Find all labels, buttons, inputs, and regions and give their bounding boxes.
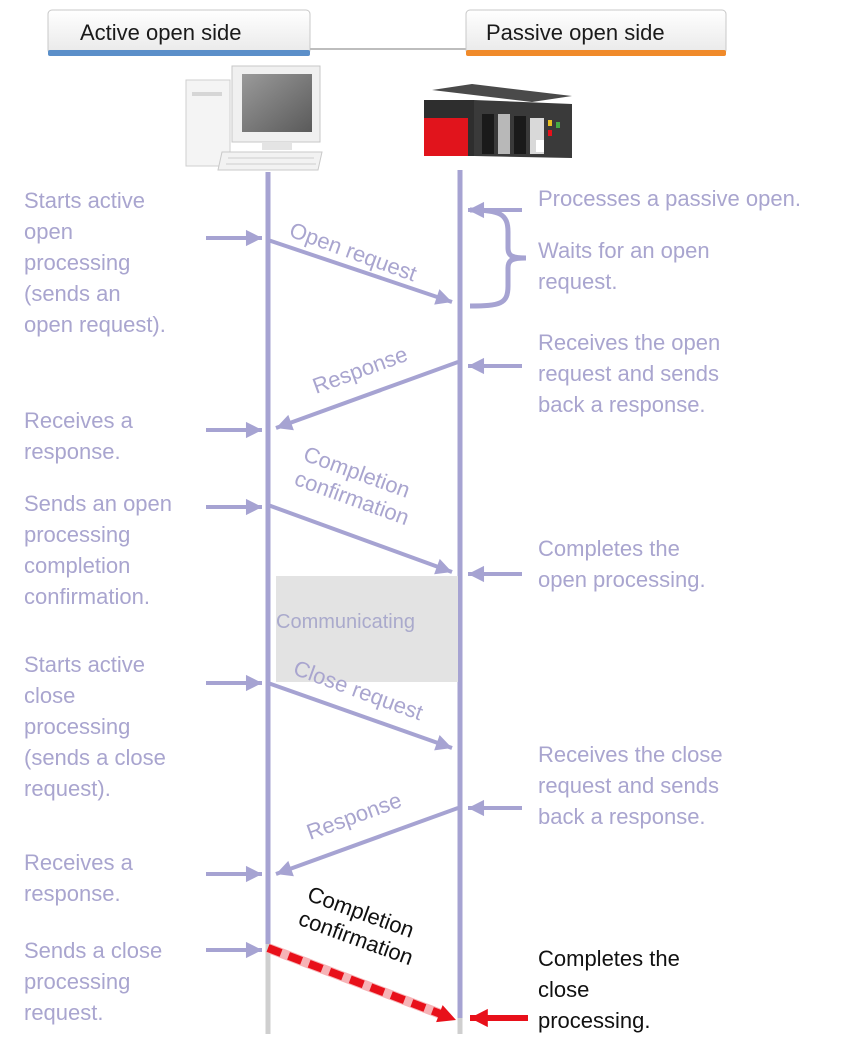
right-label-5-line: Receives the close: [538, 742, 723, 767]
right-pointer-arrow-4-head: [468, 799, 485, 817]
left-label-6: Sends a close processing request.: [24, 938, 162, 1025]
left-label-3-line: processing: [24, 522, 130, 547]
message-label-2: Response: [309, 341, 411, 398]
left-pointer-arrow-3-head: [245, 498, 262, 516]
left-label-1-line: open: [24, 219, 73, 244]
right-label-5: Receives the close request and sends back …: [538, 742, 723, 829]
right-label-3-line: back a response.: [538, 392, 706, 417]
left-label-2-line: Receives a: [24, 408, 134, 433]
left-label-1-line: Starts active: [24, 188, 145, 213]
left-label-3-line: Sends an open: [24, 491, 172, 516]
right-label-5-line: request and sends: [538, 773, 719, 798]
right-pointer-arrow-final-head: [470, 1008, 488, 1028]
right-pointer-arrow-3-head: [468, 565, 485, 583]
left-pointer-arrow-6-head: [245, 941, 262, 959]
passive-side-title: Passive open side: [486, 20, 665, 45]
right-label-2-line: Waits for an open: [538, 238, 710, 263]
left-label-2: Receives a response.: [24, 408, 134, 464]
arrows-layer: [206, 201, 528, 1028]
message-label-6: Completionconfirmation: [295, 881, 425, 970]
right-pointer-arrow-2-head: [468, 357, 485, 375]
left-label-1-line: open request).: [24, 312, 166, 337]
left-label-3-line: confirmation.: [24, 584, 150, 609]
left-label-4-line: close: [24, 683, 75, 708]
message-arrow-5: [275, 806, 459, 876]
left-pointer-arrow-5-head: [245, 865, 262, 883]
right-label-3: Receives the open request and sends back a…: [538, 330, 720, 417]
message-arrow-2: [275, 360, 459, 430]
right-label-6-line: processing.: [538, 1008, 651, 1033]
passive-side-header: Passive open side: [465, 9, 727, 56]
communicating-label: Communicating: [276, 611, 415, 633]
right-label-2: Waits for an open request.: [538, 238, 710, 294]
left-label-4-line: request).: [24, 776, 111, 801]
active-side-header: Active open side: [47, 9, 311, 56]
left-label-5-line: response.: [24, 881, 121, 906]
right-label-4: Completes the open processing.: [538, 536, 706, 592]
message-arrow-6-head: [436, 1005, 456, 1023]
left-label-5: Receives a response.: [24, 850, 134, 906]
right-label-2-line: request.: [538, 269, 618, 294]
left-label-6-line: Sends a close: [24, 938, 162, 963]
message-arrow-1-head: [434, 289, 452, 305]
left-label-1: Starts active open processing (sends an open…: [24, 188, 166, 337]
left-label-4-line: (sends a close: [24, 745, 166, 770]
left-label-3-line: completion: [24, 553, 130, 578]
message-label-3: Completionconfirmation: [291, 441, 421, 530]
right-label-6-line: close: [538, 977, 589, 1002]
passive-open-brace: [469, 207, 527, 309]
active-side-title: Active open side: [80, 20, 241, 45]
left-pointer-arrow-2-head: [245, 421, 262, 439]
message-label-5-line: Response: [303, 787, 405, 844]
left-label-4-line: processing: [24, 714, 130, 739]
pc-icon: [185, 65, 323, 171]
right-label-6: Completes the close processing.: [538, 946, 680, 1033]
right-pointer-arrow-1-head: [468, 201, 485, 219]
left-label-1-line: (sends an: [24, 281, 121, 306]
left-label-6-line: processing: [24, 969, 130, 994]
left-pointer-arrow-1-head: [245, 229, 262, 247]
message-label-5: Response: [303, 787, 405, 844]
left-label-3: Sends an open processing completion confirm…: [24, 491, 172, 609]
message-arrow-2-head: [276, 414, 294, 431]
plc-icon: [424, 84, 572, 158]
right-label-4-line: open processing.: [538, 567, 706, 592]
message-label-2-line: Response: [309, 341, 411, 398]
left-label-1-line: processing: [24, 250, 130, 275]
right-label-3-line: Receives the open: [538, 330, 720, 355]
message-arrow-3-head: [434, 558, 452, 575]
left-label-4-line: Starts active: [24, 652, 145, 677]
right-label-3-line: request and sends: [538, 361, 719, 386]
right-label-5-line: back a response.: [538, 804, 706, 829]
message-arrow-6: [266, 944, 448, 1020]
message-arrow-4-head: [434, 734, 452, 751]
left-label-6-line: request.: [24, 1000, 104, 1025]
right-label-1-line: Processes a passive open.: [538, 186, 801, 211]
message-arrow-3: [267, 503, 453, 574]
left-label-4: Starts active close processing (sends a clo…: [24, 652, 166, 801]
message-arrow-1: [267, 238, 453, 304]
message-arrow-5-head: [276, 860, 294, 877]
right-label-4-line: Completes the: [538, 536, 680, 561]
right-label-1: Processes a passive open.: [538, 186, 801, 211]
message-arrow-4: [267, 681, 453, 750]
communicating-band: [276, 576, 458, 682]
left-label-2-line: response.: [24, 439, 121, 464]
left-label-5-line: Receives a: [24, 850, 134, 875]
right-label-6-line: Completes the: [538, 946, 680, 971]
left-pointer-arrow-4-head: [245, 674, 262, 692]
